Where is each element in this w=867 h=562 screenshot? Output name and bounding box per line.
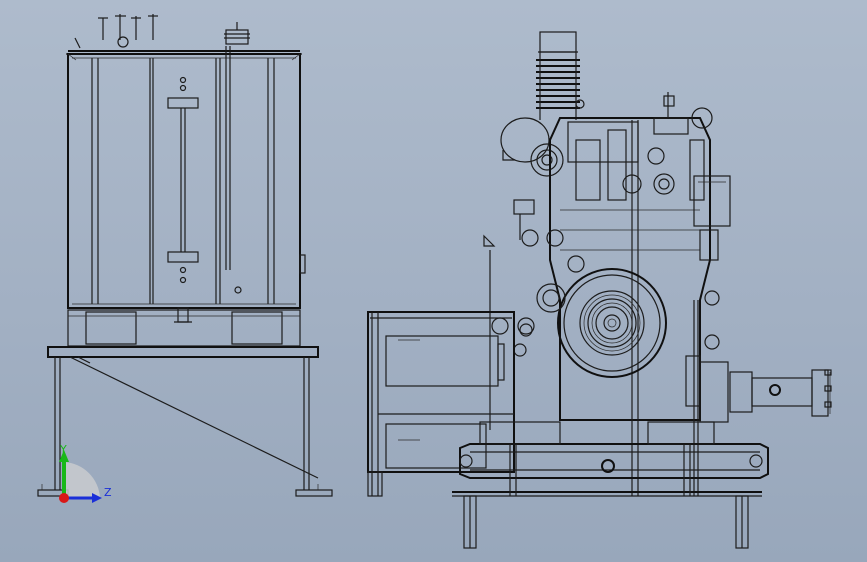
level-sight-gauge	[167, 76, 199, 284]
y-axis-label: Y	[59, 443, 67, 456]
tank-assembly[interactable]	[66, 14, 306, 347]
engine-skid	[452, 421, 769, 549]
pto-shaft	[729, 369, 832, 417]
x-axis-dot	[59, 493, 69, 503]
z-axis-label: Z	[104, 486, 112, 499]
tank-top-fittings	[74, 14, 250, 49]
engine-assembly[interactable]	[483, 31, 832, 496]
tank-body	[67, 53, 301, 309]
flywheel-housing	[557, 268, 667, 378]
control-cabinet	[367, 311, 533, 497]
turbocharger	[500, 117, 564, 177]
coordinate-triad: Y Z	[59, 443, 112, 503]
support-stand	[37, 346, 333, 497]
air-filter	[536, 31, 585, 120]
